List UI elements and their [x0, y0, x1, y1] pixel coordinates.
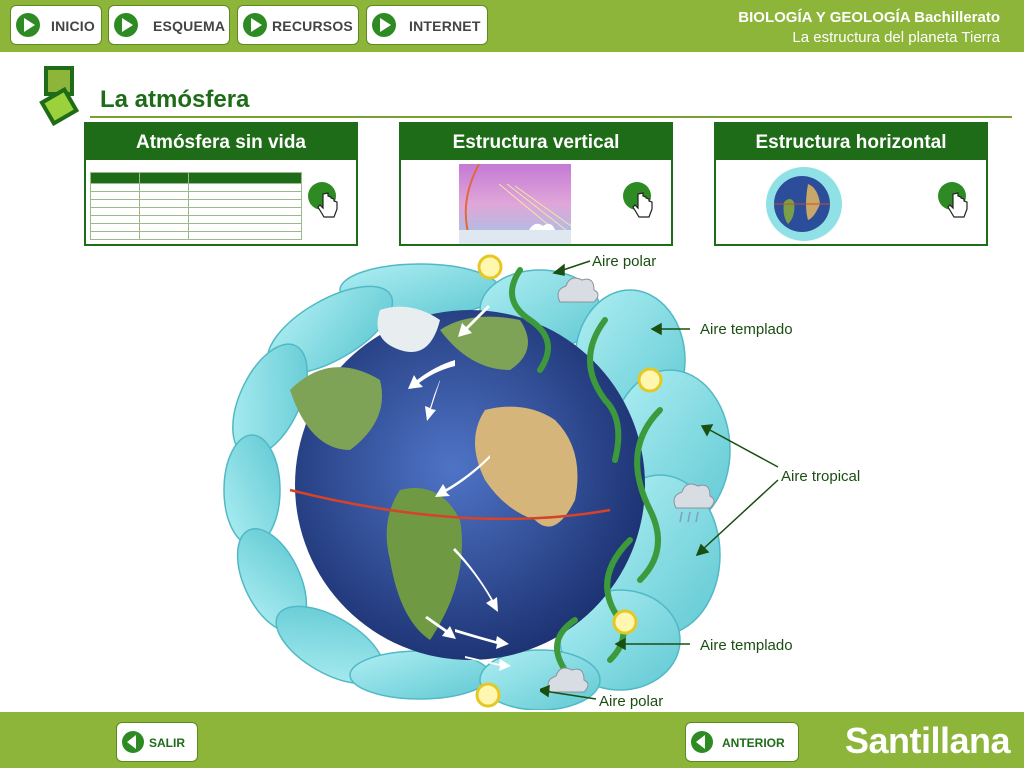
topic-title: La estructura del planeta Tierra [792, 29, 1000, 46]
card-title: Estructura vertical [401, 124, 671, 160]
exit-button[interactable]: SALIR [116, 722, 198, 762]
home-button[interactable]: INICIO [10, 5, 102, 45]
play-icon [114, 13, 138, 37]
sun-icon [637, 367, 663, 393]
label-polar-air-bottom: Aire polar [599, 693, 664, 710]
outline-button[interactable]: ESQUEMA [108, 5, 230, 45]
label-polar-air-top: Aire polar [592, 253, 657, 270]
south-america-landmass [386, 488, 462, 640]
label-temperate-air-top: Aire templado [700, 321, 793, 338]
home-button-label: INICIO [51, 18, 95, 34]
label-temperate-air-bottom: Aire templado [700, 637, 793, 654]
card-horizontal-structure[interactable]: Estructura horizontal [714, 122, 988, 246]
back-arrow-icon [691, 731, 713, 753]
card-lifeless-atmosphere[interactable]: Atmósfera sin vida [84, 122, 358, 246]
earth-globe [295, 310, 645, 660]
subject-title: BIOLOGÍA Y GEOLOGÍA Bachillerato [738, 9, 1000, 26]
card-thumbnail-table [90, 172, 302, 240]
label-pointers [540, 260, 779, 700]
card-title: Atmósfera sin vida [86, 124, 356, 160]
play-icon [372, 13, 396, 37]
sun-icon [477, 254, 503, 280]
outline-button-label: ESQUEMA [153, 18, 226, 34]
sun-icon [612, 609, 638, 635]
snow-cloud-icon [557, 277, 599, 303]
title-divider [90, 116, 1012, 118]
play-icon [16, 13, 40, 37]
africa-landmass [475, 406, 578, 527]
santillana-logo: Santillana [844, 720, 1011, 761]
hand-pointer-icon[interactable] [936, 180, 972, 226]
internet-button-label: INTERNET [409, 18, 481, 34]
section-icon [39, 66, 80, 126]
internet-button[interactable]: INTERNET [366, 5, 488, 45]
sun-icon [475, 682, 501, 708]
hand-pointer-icon[interactable] [621, 180, 657, 226]
back-arrow-icon [122, 731, 144, 753]
vertical-structure-thumbnail [459, 164, 571, 244]
card-title: Estructura horizontal [716, 124, 986, 160]
snow-cloud-icon [547, 667, 589, 693]
horizontal-structure-thumbnail [766, 167, 842, 241]
exit-button-label: SALIR [149, 736, 185, 750]
page-title: La atmósfera [100, 86, 250, 113]
subject-header: BIOLOGÍA Y GEOLOGÍA Bachillerato La estr… [738, 8, 1000, 48]
play-icon [243, 13, 267, 37]
previous-button-label: ANTERIOR [722, 736, 785, 750]
resources-button-label: RECURSOS [272, 18, 353, 34]
hand-pointer-icon[interactable] [306, 180, 342, 226]
atmospheric-circulation-diagram [223, 254, 731, 710]
rain-cloud-icon [673, 483, 715, 523]
resources-button[interactable]: RECURSOS [237, 5, 359, 45]
card-vertical-structure[interactable]: Estructura vertical [399, 122, 673, 246]
equator-line [289, 488, 611, 521]
previous-button[interactable]: ANTERIOR [685, 722, 799, 762]
label-tropical-air: Aire tropical [781, 468, 861, 485]
